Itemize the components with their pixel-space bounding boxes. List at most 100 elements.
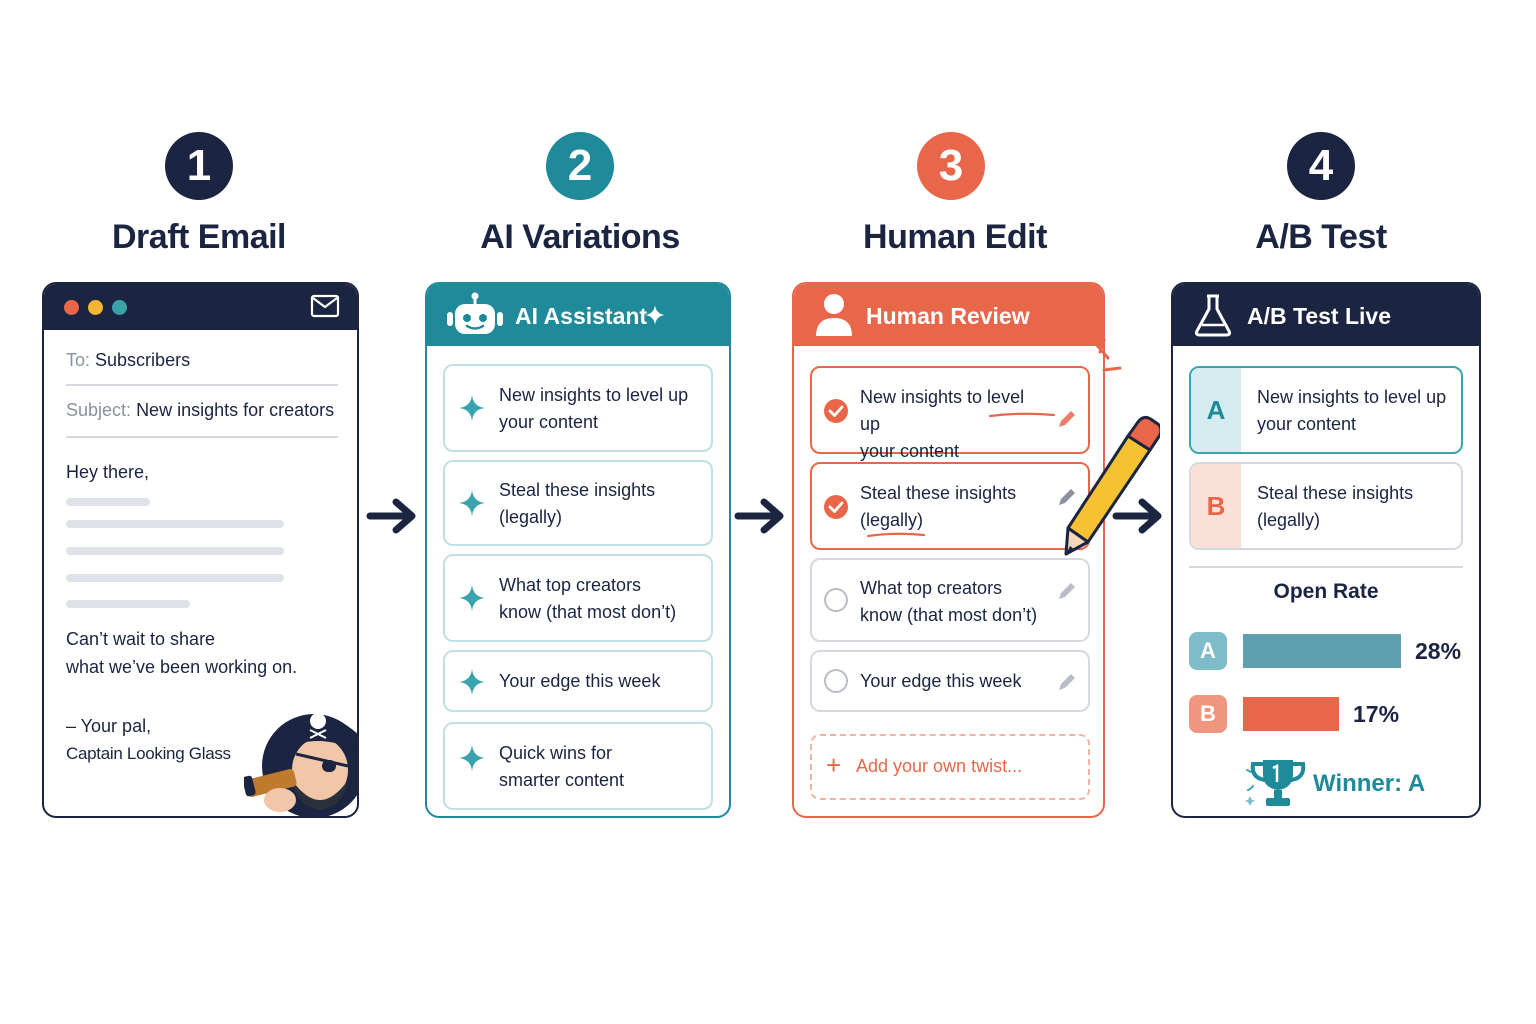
ai-variation-line-2: your content [499, 412, 599, 432]
edit-underline [866, 532, 926, 538]
unchecked-circle-icon[interactable] [824, 588, 848, 612]
email-body-line-2: what we’ve been working on. [66, 657, 298, 677]
sparkle-icon [459, 585, 485, 611]
result-a-value: 28% [1415, 638, 1462, 664]
pencil-icon[interactable] [1056, 486, 1078, 508]
divider [1189, 566, 1463, 568]
plus-icon: + [826, 750, 842, 780]
pirate-avatar [244, 713, 357, 816]
to-value: Subscribers [95, 350, 191, 370]
review-item-line-1: Steal these insights [860, 483, 1017, 503]
draft-email-window: To: Subscribers Subject: New insights fo… [42, 282, 359, 818]
ai-variation-card[interactable]: Steal these insights (legally) [443, 460, 713, 546]
review-item-line-2: know (that most don’t) [860, 605, 1038, 625]
step-3-title: Human Edit [863, 218, 1047, 256]
sparkle-icon [459, 490, 485, 516]
window-close-dot[interactable] [64, 300, 79, 315]
winner-label: Winner: A [1313, 770, 1426, 797]
ai-variation-line-2: (legally) [499, 507, 563, 527]
review-item-line-1: Your edge this week [860, 671, 1022, 691]
pencil-icon[interactable] [1056, 408, 1078, 430]
edit-underline [988, 412, 1056, 418]
variant-b-card[interactable]: B Steal these insights (legally) [1189, 462, 1463, 550]
sparkle-icon [459, 669, 485, 695]
step-4-title: A/B Test [1255, 218, 1387, 256]
unchecked-circle-icon[interactable] [824, 669, 848, 693]
envelope-icon [310, 294, 340, 318]
variant-b-line-1: Steal these insights [1257, 483, 1414, 503]
variant-a-card[interactable]: A New insights to level up your content [1189, 366, 1463, 454]
step-1-title: Draft Email [112, 218, 287, 256]
ai-variation-line-1: Steal these insights [499, 480, 656, 500]
result-b-bar [1243, 697, 1339, 731]
ai-variation-card[interactable]: Quick wins for smarter content [443, 722, 713, 810]
add-your-own-twist-label: Add your own twist... [856, 756, 1023, 776]
window-minimize-dot[interactable] [88, 300, 103, 315]
result-b-badge: B [1189, 695, 1227, 733]
review-item-line-2: (legally) [860, 510, 924, 530]
subject-field[interactable]: Subject: New insights for creators [66, 400, 334, 421]
human-review-panel: Human Review New insights to level up yo… [792, 282, 1105, 818]
ai-variation-line-2: smarter content [499, 770, 625, 790]
sparkle-icon [459, 745, 485, 771]
variant-a-line-1: New insights to level up [1257, 387, 1447, 407]
robot-icon [447, 292, 503, 334]
ai-variation-line-1: New insights to level up [499, 385, 689, 405]
variant-b-line-2: (legally) [1257, 510, 1321, 530]
sparkle-icon [459, 395, 485, 421]
email-body-line-1: Can’t wait to share [66, 629, 216, 649]
arrow-right-icon [1112, 498, 1162, 534]
add-your-own-twist-button[interactable]: + Add your own twist... [810, 734, 1090, 800]
checkmark-icon[interactable] [824, 495, 848, 519]
email-greeting: Hey there, [66, 462, 150, 482]
checkmark-icon[interactable] [824, 399, 848, 423]
result-b-value: 17% [1353, 701, 1400, 727]
review-item-line-1: New insights to level up [860, 387, 1025, 434]
ai-variation-card[interactable]: Your edge this week [443, 650, 713, 712]
ai-variation-card[interactable]: New insights to level up your content [443, 364, 713, 452]
divider [66, 436, 338, 438]
human-review-title: Human Review [866, 303, 1030, 329]
ai-variation-line-1: Quick wins for [499, 743, 613, 763]
placeholder-text-line [66, 600, 190, 608]
arrow-right-icon [734, 498, 784, 534]
ai-variation-line-1: What top creators [499, 575, 642, 595]
ab-test-header: A/B Test Live [1173, 284, 1479, 346]
email-signature: Captain Looking Glass [66, 744, 231, 763]
human-review-header: Human Review [794, 284, 1103, 346]
variant-a-line-2: your content [1257, 414, 1357, 434]
window-maximize-dot[interactable] [112, 300, 127, 315]
step-2-number: 2 [546, 132, 614, 200]
review-item[interactable]: Your edge this week [810, 650, 1090, 712]
placeholder-text-line [66, 498, 150, 506]
review-item-line-1: What top creators [860, 578, 1003, 598]
pencil-icon[interactable] [1056, 671, 1078, 693]
placeholder-text-line [66, 547, 284, 555]
variant-b-letter: B [1191, 464, 1241, 548]
flask-icon [1194, 294, 1232, 337]
subject-value: New insights for creators [136, 400, 335, 420]
review-item[interactable]: New insights to level up your content [810, 366, 1090, 461]
placeholder-text-line [66, 520, 284, 528]
pencil-icon[interactable] [1056, 580, 1078, 602]
pencil-icon [1064, 338, 1160, 556]
step-1-number: 1 [165, 132, 233, 200]
ai-variation-line-1: Your edge this week [499, 671, 661, 691]
variant-a-letter: A [1191, 368, 1241, 452]
review-item-line-2: your content [860, 441, 960, 461]
review-item[interactable]: Steal these insights (legally) [810, 462, 1090, 550]
subject-label: Subject: [66, 400, 132, 420]
review-item[interactable]: What top creators know (that most don’t) [810, 558, 1090, 642]
ai-assistant-panel: AI Assistant New insights to level up yo… [425, 282, 731, 818]
to-field[interactable]: To: Subscribers [66, 350, 190, 371]
mail-titlebar [44, 284, 357, 330]
person-icon [816, 294, 852, 336]
step-2-title: AI Variations [480, 218, 680, 256]
placeholder-text-line [66, 574, 284, 582]
ai-assistant-header: AI Assistant [427, 284, 729, 346]
ai-variation-card[interactable]: What top creators know (that most don’t) [443, 554, 713, 642]
sparkle-icon [645, 305, 665, 325]
ai-variation-line-2: know (that most don’t) [499, 602, 677, 622]
ab-test-panel: A/B Test Live A New insights to level up… [1171, 282, 1481, 818]
step-4-number: 4 [1287, 132, 1355, 200]
